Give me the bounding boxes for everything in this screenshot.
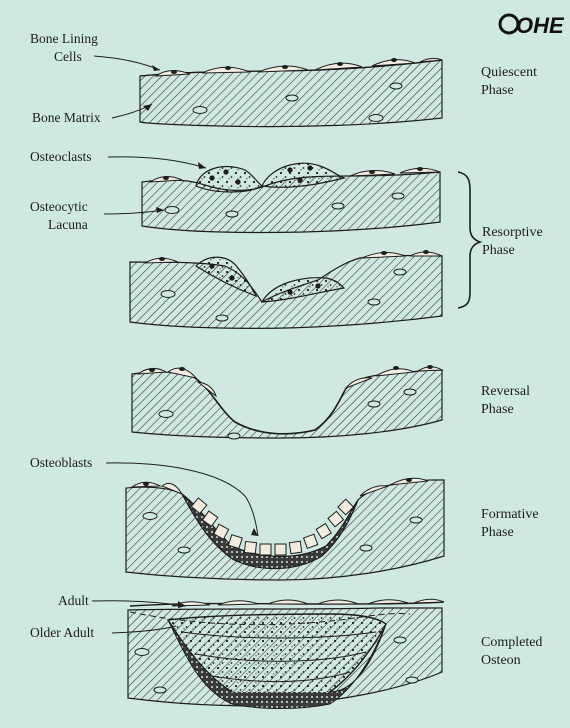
label-older-adult: Older Adult xyxy=(30,625,94,640)
label-adult: Adult xyxy=(58,593,89,608)
label-osteoblasts: Osteoblasts xyxy=(30,455,92,470)
phase-reversal-1: Reversal xyxy=(481,384,530,399)
label-osteoclasts: Osteoclasts xyxy=(30,149,92,164)
phase-reversal-2: Phase xyxy=(481,402,514,417)
ohe-logo-icon: OHE xyxy=(500,13,565,38)
resorptive-section: Osteoclasts Osteocytic Lacuna Resorptive… xyxy=(30,149,543,328)
quiescent-section: Bone Lining Cells Bone Matrix Quiescent … xyxy=(30,31,537,127)
arrow-bone-lining xyxy=(94,56,160,70)
reversal-section: Reversal Phase xyxy=(132,365,530,439)
phase-resorptive-1: Resorptive xyxy=(482,225,543,240)
label-bone-lining-1: Bone Lining xyxy=(30,31,98,46)
phase-completed-1: Completed xyxy=(481,635,542,650)
osteoclast-1 xyxy=(196,167,262,192)
completed-section: Adult Older Adult Completed Osteon xyxy=(30,593,542,709)
phase-resorptive-2: Phase xyxy=(482,243,515,258)
reversal-bone-matrix xyxy=(132,370,442,438)
label-osteocytic-1: Osteocytic xyxy=(30,199,88,214)
label-bone-matrix: Bone Matrix xyxy=(32,110,101,125)
formative-section: Osteoblasts Formative Phase xyxy=(30,455,539,580)
arrow-osteoclasts xyxy=(108,157,206,168)
label-osteocytic-2: Lacuna xyxy=(48,217,88,232)
phase-quiescent-2: Phase xyxy=(481,83,514,98)
phase-completed-2: Osteon xyxy=(481,653,521,668)
resorptive-brace xyxy=(458,172,480,308)
phase-formative-2: Phase xyxy=(481,525,514,540)
phase-formative-1: Formative xyxy=(481,507,539,522)
phase-quiescent-1: Quiescent xyxy=(481,65,537,80)
logo-text: OHE xyxy=(516,13,565,38)
label-bone-lining-2: Cells xyxy=(54,49,82,64)
